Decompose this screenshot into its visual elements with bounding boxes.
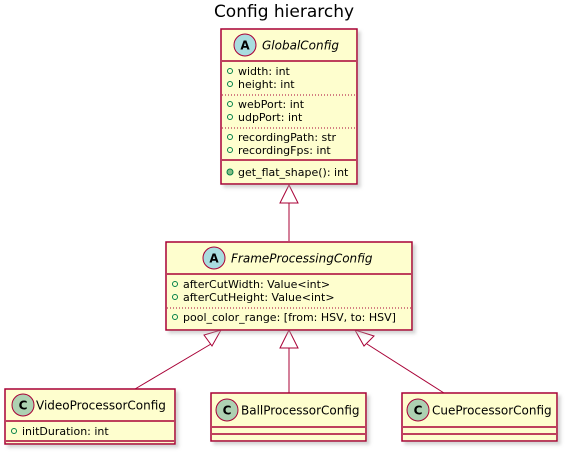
abstract-class-icon <box>233 33 257 57</box>
class-icon <box>11 393 35 417</box>
field: width: int <box>238 65 291 78</box>
abstract-class-icon <box>202 246 226 270</box>
generalization-arrow <box>203 329 223 347</box>
field: pool_color_range: [from: HSV, to: HSV] <box>183 311 396 324</box>
method: get_flat_shape(): int <box>238 166 349 179</box>
class-name: BallProcessorConfig <box>241 404 360 418</box>
field: recordingPath: str <box>238 131 337 144</box>
public-field-icon <box>11 428 17 434</box>
class-name: CueProcessorConfig <box>432 404 552 418</box>
public-field-icon <box>227 147 233 153</box>
generalization-arrow <box>353 329 375 347</box>
class-ball-processor-config: C BallProcessorConfig <box>210 392 367 442</box>
field: initDuration: int <box>22 425 109 438</box>
stereotype-letter: C <box>414 404 423 418</box>
field: recordingFps: int <box>238 144 331 157</box>
class-box <box>401 392 558 442</box>
public-field-icon <box>172 281 178 287</box>
edge-video-to-frame <box>134 343 212 390</box>
stereotype-letter: A <box>240 39 250 53</box>
class-cue-processor-config: C CueProcessorConfig <box>401 392 558 442</box>
generalization-arrow <box>279 328 299 349</box>
class-icon <box>406 398 430 422</box>
stereotype-letter: C <box>223 404 232 418</box>
public-field-icon <box>227 68 233 74</box>
class-name: GlobalConfig <box>262 39 339 53</box>
class-box <box>4 388 176 445</box>
diagram-title: Config hierarchy <box>214 2 354 22</box>
stereotype-letter: A <box>209 252 219 266</box>
generalization-arrow <box>279 183 299 204</box>
field: afterCutWidth: Value<int> <box>183 278 330 291</box>
stereotype-letter: C <box>19 399 28 413</box>
field: afterCutHeight: Value<int> <box>183 291 335 304</box>
field: webPort: int <box>238 98 305 111</box>
class-icon <box>215 398 239 422</box>
class-box <box>210 392 367 442</box>
class-name: VideoProcessorConfig <box>36 399 166 413</box>
public-field-icon <box>172 314 178 320</box>
edge-cue-to-frame <box>366 343 445 394</box>
field: height: int <box>238 78 295 91</box>
class-video-processor-config: C VideoProcessorConfig initDuration: int <box>4 388 176 445</box>
public-field-icon <box>227 134 233 140</box>
public-field-icon <box>227 101 233 107</box>
field: udpPort: int <box>238 111 303 124</box>
class-frame-processing-config: A FrameProcessingConfig afterCutWidth: V… <box>165 241 413 331</box>
inheritance-edges <box>134 183 445 394</box>
class-global-config: A GlobalConfig width: int height: int we… <box>220 28 358 185</box>
public-field-icon <box>227 81 233 87</box>
public-field-icon <box>227 114 233 120</box>
public-field-icon <box>172 294 178 300</box>
public-method-icon <box>226 168 234 176</box>
class-name: FrameProcessingConfig <box>231 252 373 266</box>
